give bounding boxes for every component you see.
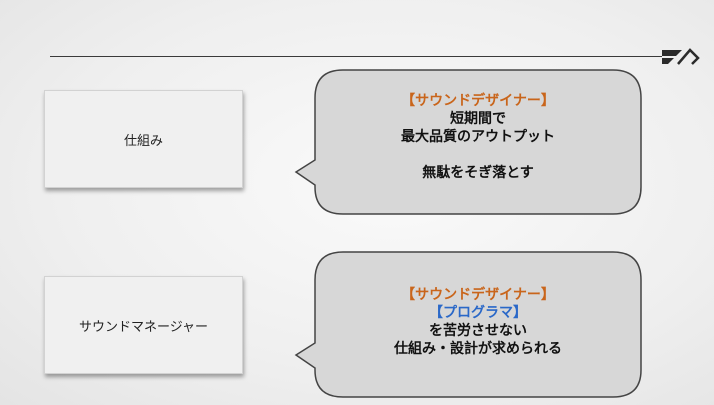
bubble-line: 最大品質のアウトプット <box>401 129 555 145</box>
header-divider <box>50 56 662 57</box>
bubble-line: 仕組み・設計が求められる <box>394 341 562 357</box>
speech-bubble-1-text: 【サウンドデザイナー】 短期間で 最大品質のアウトプット 無駄をそぎ落とす <box>315 92 641 182</box>
box-label: 仕組み <box>123 133 163 149</box>
concept-box-mechanism: 仕組み <box>44 90 243 188</box>
bubble-heading: 【サウンドデザイナー】 <box>401 287 555 303</box>
bubble-heading: 【サウンドデザイナー】 <box>401 93 555 109</box>
box-label: サウンドマネージャー <box>78 319 209 335</box>
brand-logo-icon <box>662 48 700 65</box>
bubble-line: を苦労させない <box>429 323 527 339</box>
speech-bubble-2-text: 【サウンドデザイナー】 【プログラマ】 を苦労させない 仕組み・設計が求められる <box>315 286 641 358</box>
bubble-line: 無駄をそぎ落とす <box>422 165 534 181</box>
bubble-line: 短期間で <box>450 111 506 127</box>
bubble-subheading: 【プログラマ】 <box>429 305 527 321</box>
concept-box-sound-manager: サウンドマネージャー <box>44 276 243 374</box>
